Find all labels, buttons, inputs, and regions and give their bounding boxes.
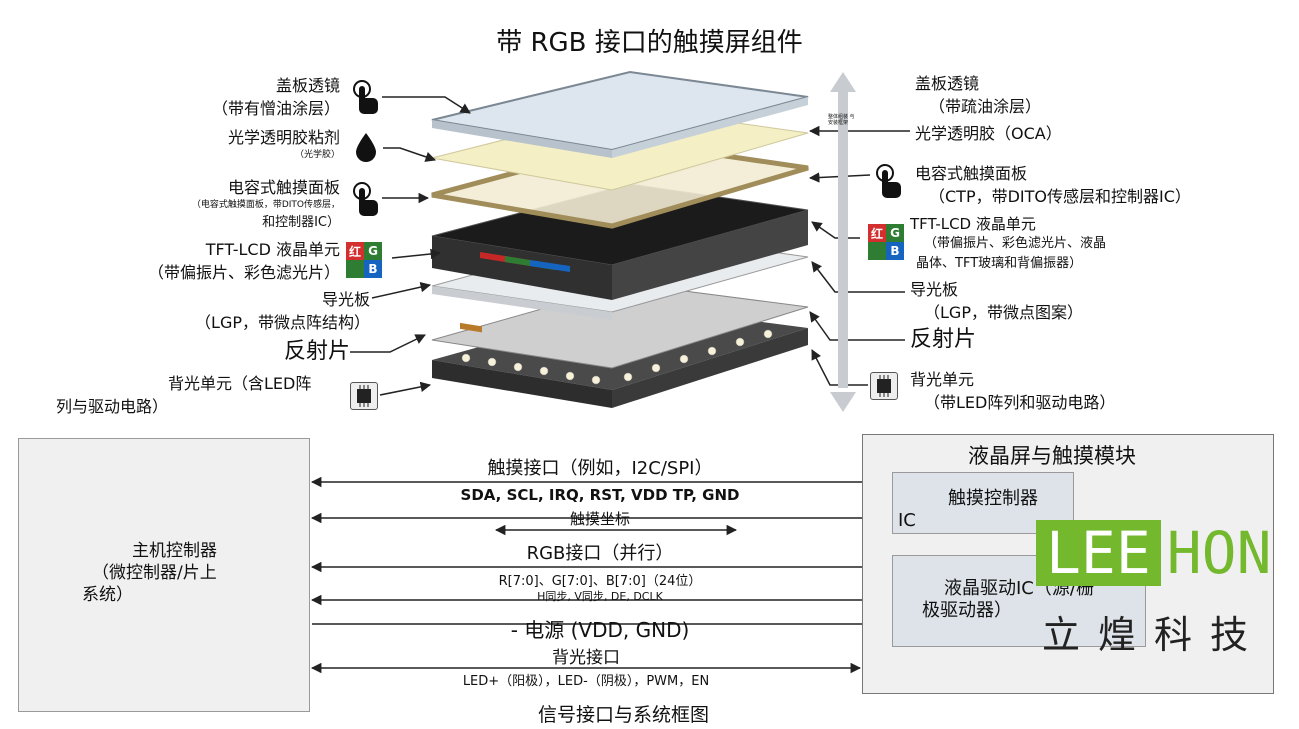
host-label-line3: 系统） <box>82 585 133 605</box>
right-ctp-title: 电容式触摸面板 <box>915 164 1028 183</box>
left-cover-lens-desc: （带有憎油涂层） <box>211 99 340 118</box>
sync-signals-label: H同步, V同步, DE, DCLK <box>537 590 663 603</box>
rgb-green-cell: G <box>364 242 382 260</box>
touch-controller-box <box>892 472 1074 534</box>
host-label-line2: （微控制器/片上 <box>92 563 217 583</box>
right-tft-desc2: 晶体、TFT玻璃和背偏振器） <box>916 256 1083 271</box>
rgb-red-cell-right: 红 <box>868 224 886 242</box>
logo-latin-left: LEE <box>1036 520 1161 586</box>
right-backlight-title: 背光单元 <box>910 370 975 389</box>
left-ctp-title: 电容式触摸面板 <box>227 178 340 197</box>
touch-controller-label: 触摸控制器 <box>948 488 1038 509</box>
right-label-lgp: 导光板 （LGP，带微点图案） <box>910 278 1083 324</box>
left-cover-lens-title: 盖板透镜 <box>275 76 340 95</box>
right-label-reflector: 反射片 <box>910 327 977 352</box>
right-label-tft: TFT-LCD 液晶单元 （带偏振片、彩色滤光片、液晶 晶体、TFT玻璃和背偏振… <box>910 214 1106 274</box>
right-ctp-desc: （CTP，带DITO传感层和控制器IC） <box>929 187 1191 206</box>
arrow-note: 整体组装 与安装框架 <box>828 114 855 126</box>
host-label-line1: 主机控制器 <box>132 541 217 561</box>
right-label-oca: 光学透明胶（OCA） <box>915 124 1062 143</box>
left-label-lgp: 导光板 （LGP，带微点阵结构） <box>130 288 370 334</box>
left-backlight-line1: 背光单元（含LED阵 <box>168 374 312 393</box>
left-label-reflector: 反射片 <box>283 339 350 364</box>
rgb-interface-label: RGB接口（并行） <box>526 543 674 564</box>
assembly-arrow <box>830 72 856 412</box>
right-label-backlight: 背光单元 （带LED阵列和驱动电路） <box>910 368 1115 414</box>
left-backlight-line2: 列与驱动电路） <box>56 397 169 416</box>
touch-finger-icon-2 <box>350 182 380 218</box>
rgb-red-cell: 红 <box>346 242 364 260</box>
chip-icon-right <box>870 372 898 400</box>
rgb-green-cell-right: G <box>886 224 904 242</box>
touch-finger-icon <box>350 80 380 116</box>
right-lgp-title: 导光板 <box>910 280 959 299</box>
left-lgp-title: 导光板 <box>321 290 370 309</box>
rgb-pixel-icon: 红 G B <box>346 242 382 278</box>
right-lgp-desc: （LGP，带微点图案） <box>924 303 1083 322</box>
glue-drop-icon <box>354 132 378 166</box>
chip-icon <box>350 382 378 410</box>
touch-pins-label: SDA, SCL, IRQ, RST, VDD TP, GND <box>460 486 740 504</box>
right-cover-lens-desc: （带疏油涂层） <box>929 97 1042 116</box>
left-lgp-desc: （LGP，带微点阵结构） <box>195 313 370 332</box>
left-label-tft: TFT-LCD 液晶单元 （带偏振片、彩色滤光片） <box>130 238 340 284</box>
left-label-oca: 光学透明胶粘剂 （光学胶） <box>180 126 340 161</box>
left-oca-sub: （光学胶） <box>294 150 340 160</box>
rgb-bits-label: R[7:0]、G[7:0]、B[7:0]（24位） <box>498 574 702 589</box>
right-label-cover-lens: 盖板透镜 （带疏油涂层） <box>915 72 1041 118</box>
backlight-pins-label: LED+（阳极），LED-（阴极），PWM，EN <box>462 674 710 689</box>
left-ctp-sub: （电容式触摸面板，带DITO传感层， <box>191 200 340 210</box>
right-tft-title: TFT-LCD 液晶单元 <box>910 215 1036 233</box>
power-label: - 电源 (VDD, GND) <box>510 618 690 642</box>
touch-interface-label: 触摸接口（例如，I2C/SPI） <box>487 458 713 479</box>
right-tft-desc1: （带偏振片、彩色滤光片、液晶 <box>924 236 1107 251</box>
left-label-backlight: 背光单元（含LED阵 列与驱动电路） <box>56 372 346 418</box>
rgb-green-cell-right-2 <box>868 242 886 260</box>
touch-coord-label: 触摸坐标 <box>569 510 630 528</box>
rgb-blue-cell: B <box>364 260 382 278</box>
rgb-green-cell-2 <box>346 260 364 278</box>
leehon-logo: LEE HON <box>1036 520 1272 586</box>
left-ctp-sub2: 和控制器IC） <box>262 215 340 230</box>
module-title: 液晶屏与触摸模块 <box>968 444 1136 468</box>
touch-ic-label: IC <box>898 510 916 531</box>
right-backlight-desc: （带LED阵列和驱动电路） <box>924 393 1116 412</box>
touch-finger-icon-right <box>873 164 903 200</box>
logo-chinese: 立煌科技 <box>1042 613 1267 657</box>
left-label-cover-lens: 盖板透镜 （带有憎油涂层） <box>180 74 340 120</box>
lcd-driver-line2: 极驱动器） <box>922 600 1012 621</box>
bottom-caption: 信号接口与系统框图 <box>538 704 710 726</box>
host-controller-box <box>18 438 310 712</box>
diagram-title: 带 RGB 接口的触摸屏组件 <box>496 28 803 58</box>
backlight-interface-label: 背光接口 <box>552 648 620 668</box>
logo-latin-right: HON <box>1166 519 1272 587</box>
right-cover-lens-title: 盖板透镜 <box>915 74 980 93</box>
left-oca-title: 光学透明胶粘剂 <box>227 128 340 147</box>
host-controller-label: 主机控制器 （微控制器/片上 系统） <box>82 540 217 606</box>
left-tft-desc: （带偏振片、彩色滤光片） <box>147 263 340 282</box>
rgb-blue-cell-right: B <box>886 242 904 260</box>
left-label-ctp: 电容式触摸面板 （电容式触摸面板，带DITO传感层， 和控制器IC） <box>140 176 340 234</box>
right-label-ctp: 电容式触摸面板 （CTP，带DITO传感层和控制器IC） <box>915 162 1191 208</box>
rgb-pixel-icon-right: 红 G B <box>868 224 904 260</box>
left-tft-title: TFT-LCD 液晶单元 <box>205 240 340 259</box>
